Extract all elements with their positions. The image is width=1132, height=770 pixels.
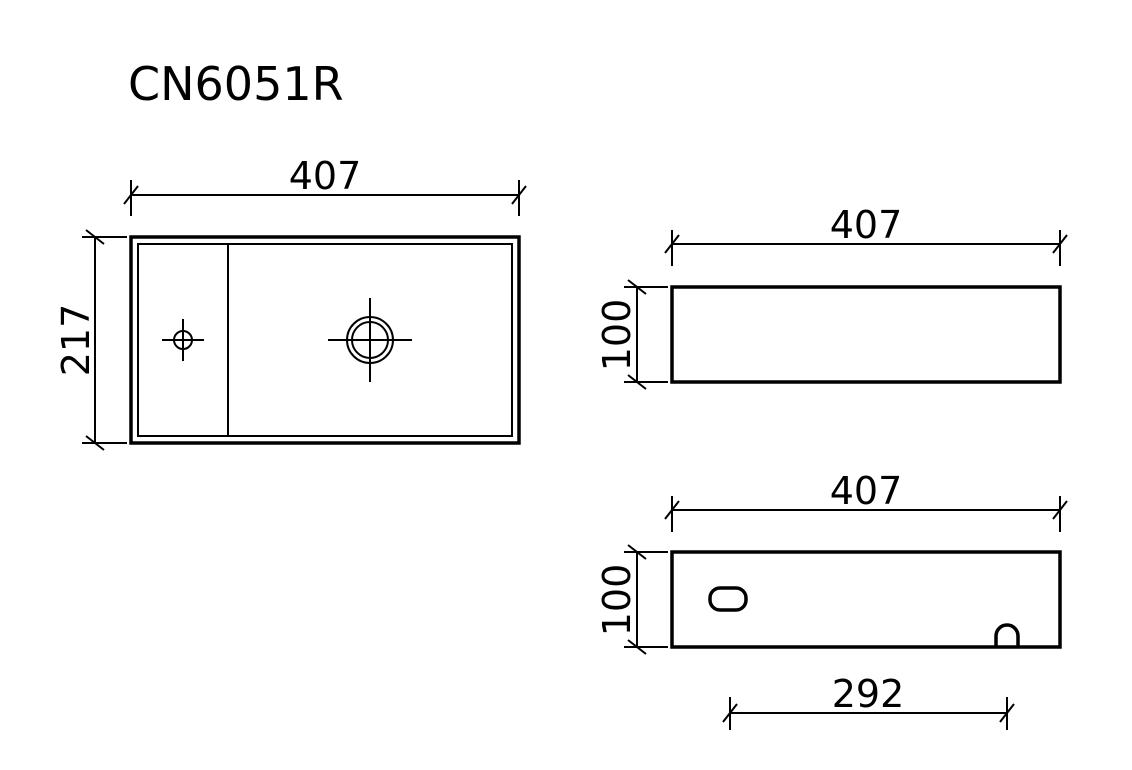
front-outline (670, 285, 1062, 384)
tap-hole-icon (162, 319, 204, 361)
back-width-label: 407 (830, 469, 903, 513)
basin-outline (129, 235, 521, 445)
model-title: CN6051R (128, 57, 344, 111)
top-width-label: 407 (289, 154, 362, 198)
front-height-label: 100 (595, 299, 639, 372)
waste-outlet-icon (994, 623, 1020, 647)
back-outline (670, 550, 1062, 649)
back-height-dimension: 100 (595, 544, 668, 655)
front-width-dimension: 407 (664, 203, 1068, 266)
front-width-label: 407 (830, 203, 903, 247)
back-height-label: 100 (595, 564, 639, 637)
front-view: 407 100 (595, 203, 1068, 390)
top-width-dimension: 407 (123, 154, 527, 216)
overflow-slot-icon (708, 586, 748, 612)
back-width-dimension: 407 (664, 469, 1068, 532)
back-offset-label: 292 (832, 672, 905, 716)
top-depth-label: 217 (54, 304, 98, 377)
basin-inner-rim (137, 243, 513, 437)
drain-icon (328, 298, 412, 382)
back-offset-dimension: 292 (722, 672, 1015, 730)
top-depth-dimension: 217 (54, 229, 127, 451)
top-view: 407 217 (54, 154, 527, 451)
front-height-dimension: 100 (595, 279, 668, 390)
back-view: 407 100 292 (595, 469, 1068, 730)
